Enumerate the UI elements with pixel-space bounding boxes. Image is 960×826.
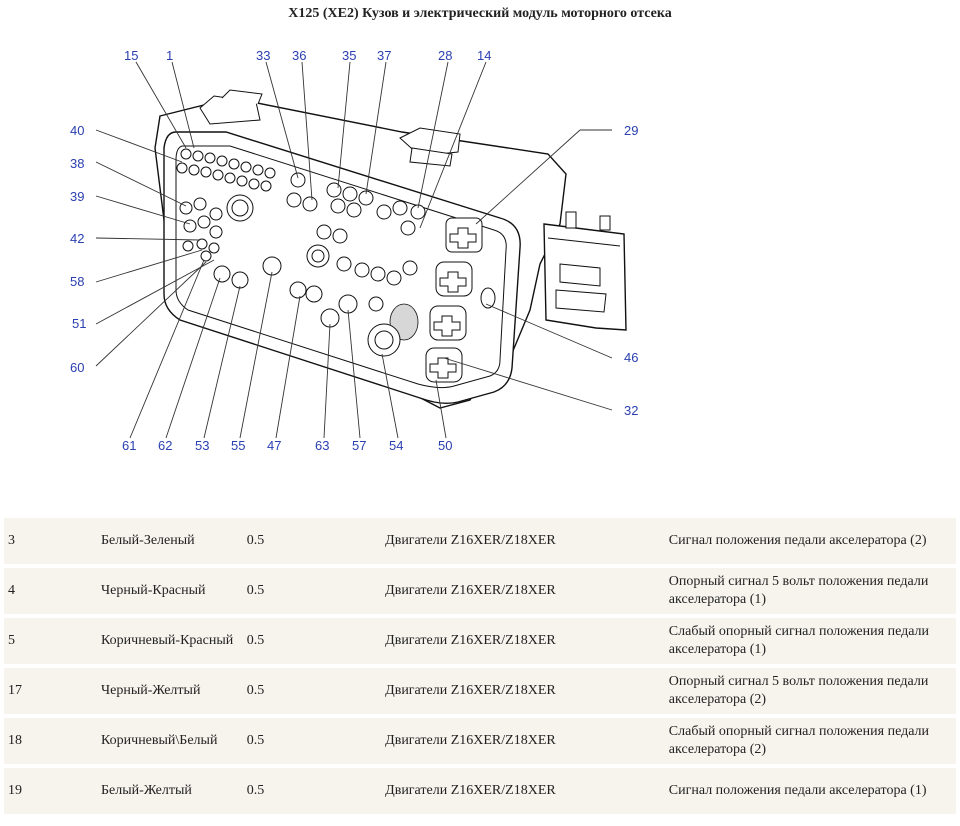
table-row: 4 Черный-Красный 0.5 Двигатели Z16XER/Z1… (4, 568, 956, 614)
callout-label: 54 (389, 438, 403, 453)
wire-color: Коричневый-Красный (97, 618, 243, 664)
wire-color: Белый-Зеленый (97, 518, 243, 564)
pin-number: 17 (4, 668, 98, 714)
circuit-description: Сигнал положения педали акселератора (1) (664, 768, 956, 814)
callout-label: 29 (624, 123, 638, 138)
callout-label: 36 (292, 48, 306, 63)
callout-label: 63 (315, 438, 329, 453)
circuit-description: Слабый опорный сигнал положения педали а… (664, 718, 956, 764)
application: Двигатели Z16XER/Z18XER (381, 618, 665, 664)
callout-label: 15 (124, 48, 138, 63)
circuit-description: Опорный сигнал 5 вольт положения педали … (664, 668, 956, 714)
terminal-pins (176, 148, 426, 357)
callout-label: 61 (122, 438, 136, 453)
wire-size: 0.5 (242, 618, 382, 664)
table-row: 18 Коричневый\Белый 0.5 Двигатели Z16XER… (4, 718, 956, 764)
application: Двигатели Z16XER/Z18XER (381, 718, 665, 764)
application: Двигатели Z16XER/Z18XER (381, 668, 665, 714)
callout-label: 60 (70, 360, 84, 375)
pin-number: 18 (4, 718, 98, 764)
callout-label: 53 (195, 438, 209, 453)
callout-label: 55 (231, 438, 245, 453)
callout-label: 1 (166, 48, 173, 63)
callout-label: 47 (267, 438, 281, 453)
callout-label: 57 (352, 438, 366, 453)
table-row: 5 Коричневый-Красный 0.5 Двигатели Z16XE… (4, 618, 956, 664)
pin-number: 4 (4, 568, 98, 614)
wire-color: Коричневый\Белый (97, 718, 243, 764)
table-row: 19 Белый-Желтый 0.5 Двигатели Z16XER/Z18… (4, 768, 956, 814)
leader-lines (95, 61, 613, 439)
callout-label: 14 (477, 48, 491, 63)
wire-size: 0.5 (242, 668, 382, 714)
callout-label: 35 (342, 48, 356, 63)
connector-body (154, 89, 627, 409)
wire-size: 0.5 (242, 718, 382, 764)
callout-label: 39 (70, 189, 84, 204)
callout-labels: 15 1 33 36 35 37 28 14 40 38 39 42 58 51… (70, 48, 638, 453)
callout-label: 37 (377, 48, 391, 63)
wiring-table: 3 Белый-Зеленый 0.5 Двигатели Z16XER/Z18… (4, 514, 956, 818)
wire-size: 0.5 (242, 568, 382, 614)
table-row: 17 Черный-Желтый 0.5 Двигатели Z16XER/Z1… (4, 668, 956, 714)
callout-label: 28 (438, 48, 452, 63)
wire-color: Черный-Красный (97, 568, 243, 614)
pin-number: 3 (4, 518, 98, 564)
power-terminals (425, 217, 496, 383)
circuit-description: Сигнал положения педали акселератора (2) (664, 518, 956, 564)
callout-label: 58 (70, 274, 84, 289)
callout-label: 40 (70, 123, 84, 138)
wire-size: 0.5 (242, 518, 382, 564)
callout-label: 42 (70, 231, 84, 246)
wire-color: Белый-Желтый (97, 768, 243, 814)
wire-color: Черный-Желтый (97, 668, 243, 714)
callout-label: 62 (158, 438, 172, 453)
callout-label: 33 (256, 48, 270, 63)
circuit-description: Опорный сигнал 5 вольт положения педали … (664, 568, 956, 614)
application: Двигатели Z16XER/Z18XER (381, 518, 665, 564)
connector-diagram: 15 1 33 36 35 37 28 14 40 38 39 42 58 51… (70, 48, 638, 453)
pin-number: 5 (4, 618, 98, 664)
wire-size: 0.5 (242, 768, 382, 814)
callout-label: 32 (624, 403, 638, 418)
callout-label: 38 (70, 156, 84, 171)
application: Двигатели Z16XER/Z18XER (381, 768, 665, 814)
application: Двигатели Z16XER/Z18XER (381, 568, 665, 614)
table-row: 3 Белый-Зеленый 0.5 Двигатели Z16XER/Z18… (4, 518, 956, 564)
callout-label: 50 (438, 438, 452, 453)
pin-number: 19 (4, 768, 98, 814)
circuit-description: Слабый опорный сигнал положения педали а… (664, 618, 956, 664)
page-title: X125 (XE2) Кузов и электрический модуль … (288, 6, 672, 21)
callout-label: 51 (72, 316, 86, 331)
callout-label: 46 (624, 350, 638, 365)
